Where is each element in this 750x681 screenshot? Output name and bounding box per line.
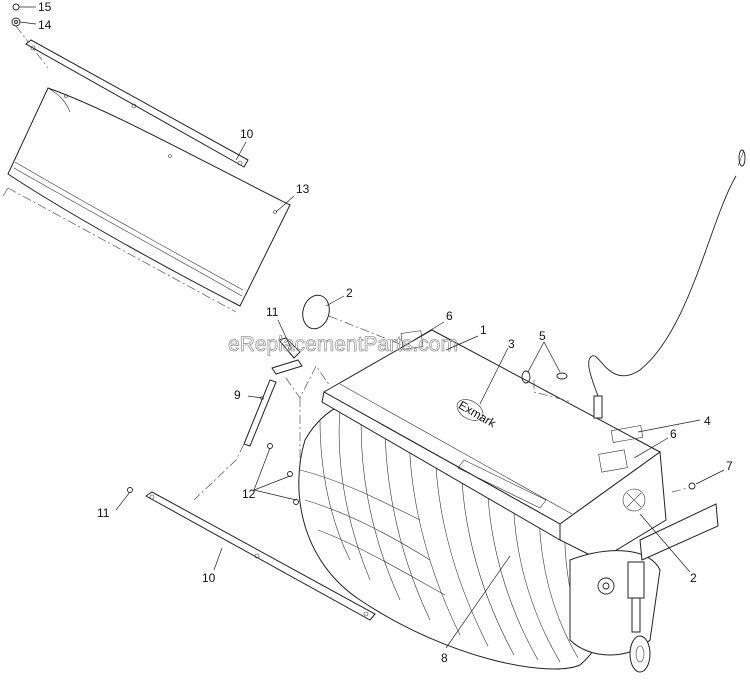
- callout-9: 9: [234, 388, 241, 402]
- callout-10-top: 10: [240, 127, 254, 141]
- callout-3: 3: [508, 337, 515, 351]
- callout-6-top: 6: [446, 309, 453, 323]
- flat-bar-top: [25, 39, 249, 168]
- callout-1: 1: [480, 323, 487, 337]
- callout-13: 13: [296, 182, 310, 196]
- callout-2-top: 2: [346, 286, 353, 300]
- callout-15: 15: [38, 0, 52, 14]
- hardware-15-14: [11, 3, 49, 69]
- callout-10-bottom: 10: [202, 571, 216, 585]
- callout-5: 5: [539, 329, 546, 343]
- callout-14: 14: [38, 18, 52, 32]
- leader-lines: [115, 141, 725, 649]
- callout-6-right: 6: [670, 427, 677, 441]
- callout-11-bottom: 11: [97, 506, 110, 520]
- callout-11-top: 11: [266, 305, 279, 319]
- callout-8: 8: [441, 651, 448, 665]
- callout-labels: 15 14 10 13 2 11 6 1 3 5 9 4 6 7 12 11 1…: [38, 0, 733, 665]
- bracket-11: [278, 337, 331, 468]
- side-plate-and-wheel: [569, 503, 719, 673]
- callout-7: 7: [726, 459, 733, 473]
- callout-12: 12: [242, 487, 256, 501]
- callout-2-bottom: 2: [690, 571, 697, 585]
- control-cable: [521, 149, 746, 419]
- hardware-12: [267, 443, 299, 505]
- side-strap-9: [193, 359, 303, 501]
- callout-4: 4: [704, 414, 711, 428]
- watermark-text: eReplacementParts.com: [228, 333, 458, 356]
- broom-housing: Exmark: [321, 329, 667, 561]
- bolt-7: [671, 482, 696, 493]
- deflector-shield: [2, 87, 291, 313]
